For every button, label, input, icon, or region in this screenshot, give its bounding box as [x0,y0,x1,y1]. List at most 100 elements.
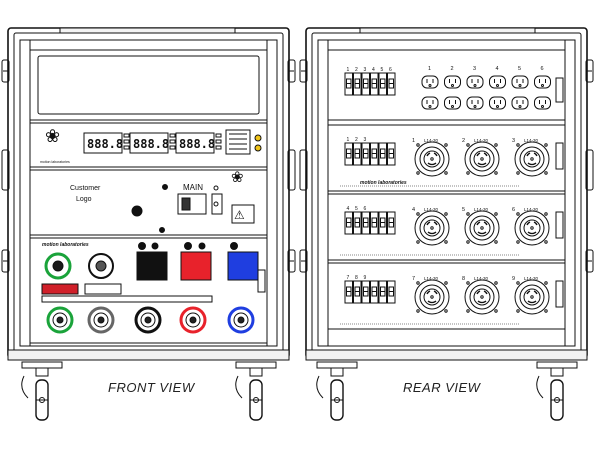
rear-p3-screw [444,212,448,216]
rear-p2-twistlock-slot [527,162,537,166]
rear-right-handle [585,149,594,191]
rear-p3-twistlock-slot [527,231,537,235]
front-caution-strip [41,295,213,303]
front-left-handle [1,149,10,191]
rear-p2-twistlock-outer [514,141,550,177]
rear-p3-screw [516,240,520,244]
rear-p4-twistlock-pin [480,295,484,299]
rear-p4-screw [444,309,448,313]
rear-p4-twistlock-pin [430,295,434,299]
front-right-latch [287,59,296,83]
rear-p3-panel [327,193,566,261]
front-meter-indicator [215,133,222,138]
front-bottom-neutral-camlock-core [97,316,105,324]
rear-p1-breaker [361,72,370,96]
rear-p2-screw [544,143,548,147]
rear-p2-twistlock-pin [430,157,434,161]
rear-top-receptacle [444,75,461,89]
rear-p3-twistlock-ring [469,215,495,241]
rear-receptacle-number: 1 [428,66,431,72]
rear-rack-frame [317,39,576,347]
front-bottom-black-camlock-core [144,316,152,324]
rear-top-receptacle-ground [518,84,522,87]
rear-brand: motion laboratories [360,180,407,186]
rear-p2-screw [444,143,448,147]
rear-p2-twistlock-face [523,150,541,168]
front-blank-panel-face [37,55,260,115]
rear-p4-screw [544,309,548,313]
rear-p2-breaker [353,142,362,166]
rear-p3-screw [516,212,520,216]
rear-p4-twistlock-face [523,288,541,306]
rear-p1-breaker-number: 1 [347,67,350,73]
rear-p4-screw [466,309,470,313]
rear-p2-twistlock-number: 2 [462,138,465,144]
rear-p2-twistlock-number: 1 [412,138,415,144]
front-left-caster-hub [39,397,45,403]
rear-right-latch [585,59,594,83]
rear-p2-twistlock-pin [530,157,534,161]
front-meter-indicator [215,139,222,144]
rear-top-receptacle-ground [541,84,544,87]
rear-p4-screw [516,309,520,313]
front-status-light [184,242,192,250]
rear-top-receptacle [489,75,506,89]
rear-p3-twistlock-outer [514,210,550,246]
rear-p4-breaker [344,280,353,304]
front-left-caster-swivel [35,367,49,377]
rear-p4-breaker [370,280,379,304]
front-meter-panel [29,122,268,168]
rear-p4-twistlock-ring [469,284,495,310]
front-right-caster-fork [235,375,243,399]
rear-p1-breaker [353,72,362,96]
rear-left-handle [299,149,308,191]
rear-p4-breaker-number: 7 [347,275,350,281]
front-main-switch [211,193,223,215]
rear-bottom-receptacle [489,96,506,110]
rear-p4-twistlock-tag: L14-30 [424,276,439,281]
front-neutral-camlock-core [95,260,107,272]
rear-p4-breaker [387,280,396,304]
rear-p3-twistlock-tag: L14-30 [524,207,539,212]
rear-left-caster-plate [316,361,358,369]
front-neutral-camlock [88,253,114,279]
front-meter-readout: 888.8 [87,137,123,151]
rear-p3-breaker-number: 4 [347,206,350,212]
front-meter-display [83,132,123,154]
front-left-caster-plate [21,361,63,369]
front-right-caster-plate [235,361,277,369]
rear-receptacle-number: 6 [541,66,544,72]
front-bottom-neutral-camlock-ring [93,312,109,328]
rear-p2-breaker-number: 1 [347,137,350,143]
rear-p3-twistlock-slot [427,231,437,235]
front-meter-display [129,132,169,154]
rear-p2-screw [466,171,470,175]
front-main-small-dot [213,185,219,191]
rear-p4-twistlock-slot [527,300,537,304]
rear-p3-breaker [387,211,396,235]
rear-p3-screw [466,212,470,216]
front-warning-label [41,283,79,295]
rear-p4-twistlock-slot [433,290,438,295]
rear-p2-screw [544,171,548,175]
front-blue-connector [227,251,259,281]
rear-p3-screw [444,240,448,244]
rear-p1-breaker [387,72,396,96]
rear-p2-screw [466,143,470,147]
rear-p3-screw [494,212,498,216]
rear-p2-twistlock-slot [477,162,487,166]
front-meter-indicator [169,145,176,150]
front-pilot-light-top [254,134,262,142]
rear-p2-twistlock-ring [519,146,545,172]
rear-p4-screw [494,281,498,285]
front-main-logo-icon: ❀ [231,169,244,186]
rear-p2-twistlock-number: 3 [512,138,515,144]
rear-bottom-receptacle-ground [496,105,499,108]
front-left-caster-fork [21,375,29,399]
front-red-connector [180,251,212,281]
front-meter-readout: 888.8 [133,137,169,151]
front-top-handle [59,27,236,34]
rear-p4-twistlock-outer [414,279,450,315]
front-ground-camlock [44,252,72,280]
